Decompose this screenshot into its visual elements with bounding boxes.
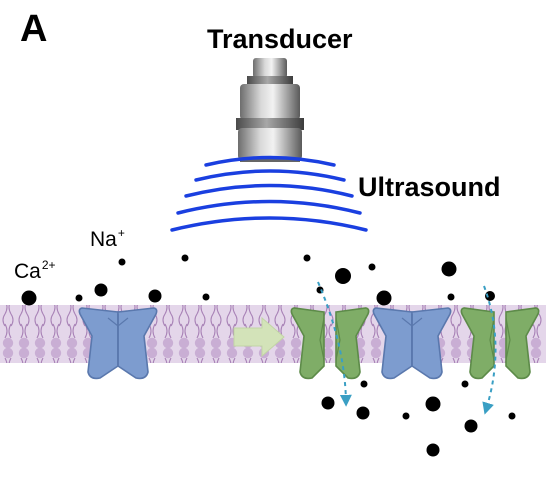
sodium-ion-label: Na+ — [90, 228, 125, 252]
ion-particle — [426, 397, 441, 412]
ion-particle — [322, 397, 335, 410]
ion-particle — [357, 407, 370, 420]
ion-particle — [203, 294, 210, 301]
transducer-icon — [236, 58, 304, 162]
calcium-charge: 2+ — [42, 258, 56, 272]
ion-channel-closed-icon — [79, 308, 156, 378]
ion-particle — [442, 262, 457, 277]
ion-particle — [462, 381, 469, 388]
ultrasound-wave-icon — [172, 158, 366, 231]
calcium-symbol: Ca — [14, 260, 41, 283]
ultrasound-label: Ultrasound — [358, 172, 501, 203]
panel-letter: A — [20, 8, 47, 51]
transducer-label: Transducer — [207, 24, 353, 55]
ion-particle — [369, 264, 376, 271]
ion-particle — [22, 291, 37, 306]
sodium-symbol: Na — [90, 228, 117, 251]
ion-particle — [448, 294, 455, 301]
ion-particle — [427, 444, 440, 457]
ion-particle — [304, 255, 311, 262]
ion-particle — [465, 420, 478, 433]
ion-particle — [377, 291, 392, 306]
ion-particle — [182, 255, 189, 262]
ion-particle — [119, 259, 126, 266]
ion-particle — [149, 290, 162, 303]
ion-particle — [361, 381, 368, 388]
calcium-ion-label: Ca2+ — [14, 260, 56, 284]
ion-channel-closed-icon — [373, 308, 450, 378]
sodium-charge: + — [118, 226, 125, 240]
ion-particle — [76, 295, 83, 302]
ion-particle — [335, 268, 351, 284]
ion-particle — [95, 284, 108, 297]
ion-particle — [403, 413, 410, 420]
ion-particle — [509, 413, 516, 420]
